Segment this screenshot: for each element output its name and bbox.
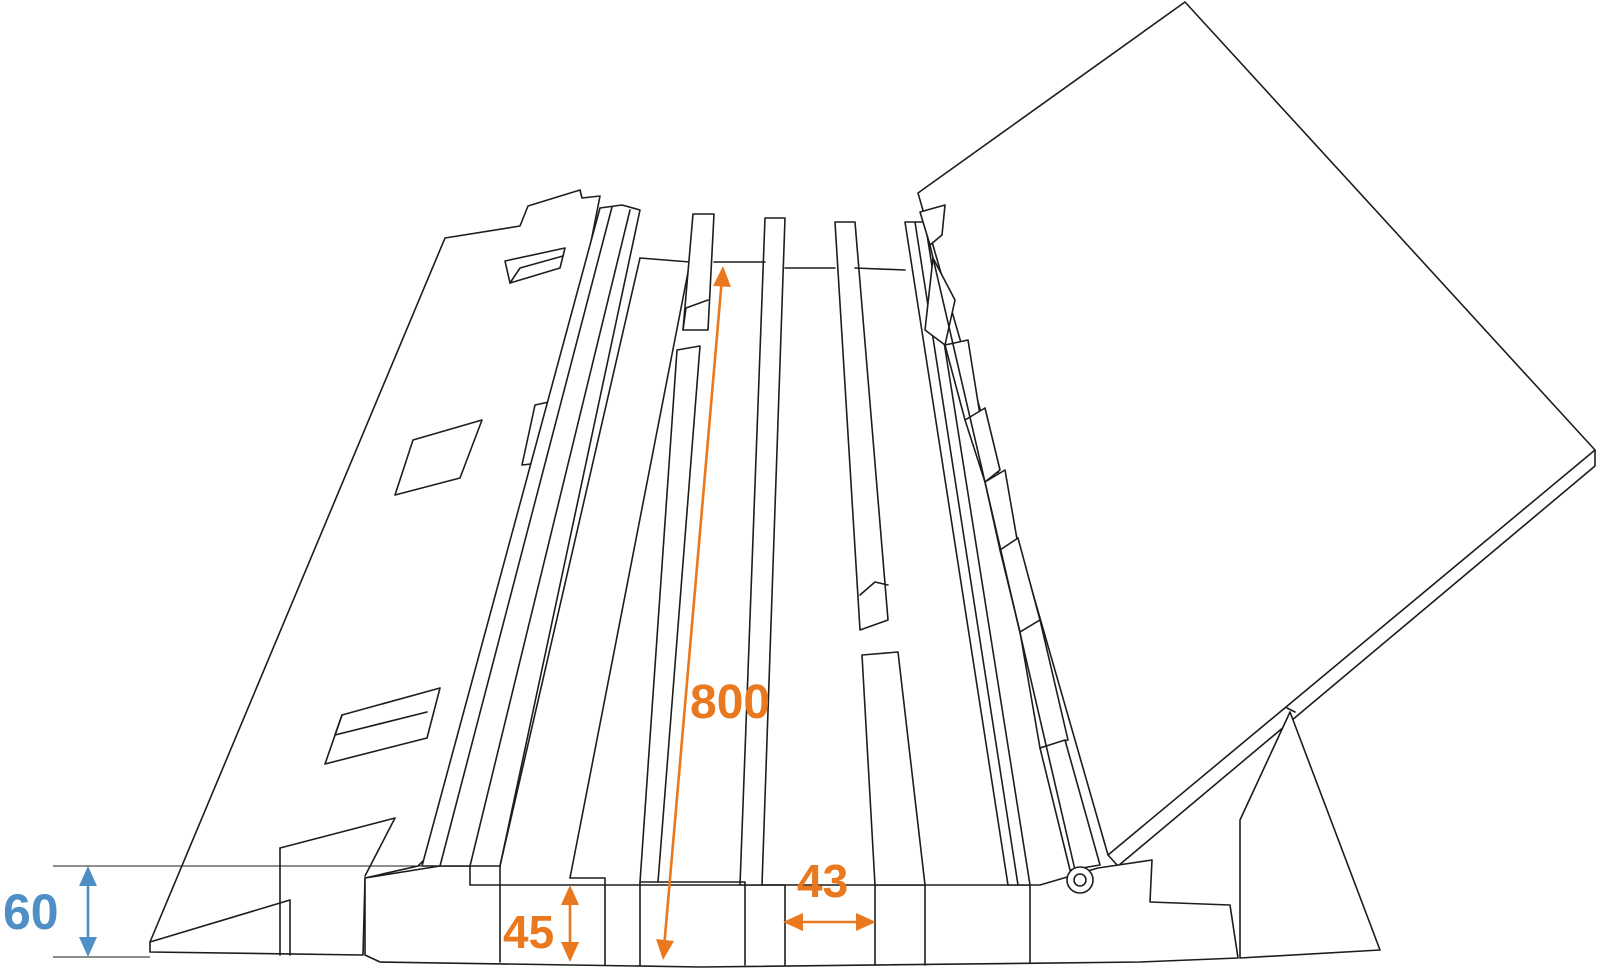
depth-arrow-head-bottom <box>561 942 579 962</box>
height-arrow-head-bottom <box>79 937 97 957</box>
ramp-cutout-middle <box>394 419 483 496</box>
length-arrow-shaft <box>662 277 724 949</box>
channel-depth-dimension: 45 <box>503 885 579 962</box>
depth-label: 45 <box>503 906 554 958</box>
lid-support-wedge <box>1239 711 1381 959</box>
ramp-cutout-top <box>504 247 566 284</box>
length-arrow-head-bottom <box>656 939 674 960</box>
channel-width-dimension: 43 <box>783 855 876 931</box>
height-label: 60 <box>3 884 59 940</box>
ramp-cutout-bottom <box>324 687 441 765</box>
height-arrow-head-top <box>79 866 97 886</box>
rib-segment <box>834 221 889 631</box>
rib-segment <box>861 651 926 886</box>
width-label: 43 <box>797 855 848 907</box>
main-body <box>364 204 1239 968</box>
rib-segment <box>639 345 701 883</box>
width-arrow-head-right <box>856 913 876 931</box>
length-label: 800 <box>690 676 770 729</box>
open-lid <box>917 1 1596 867</box>
hinge <box>919 204 1101 871</box>
width-arrow-head-left <box>783 913 803 931</box>
depth-arrow-head-top <box>561 885 579 905</box>
rib <box>739 217 786 886</box>
length-dimension: 800 <box>656 266 770 960</box>
length-arrow-head-top <box>713 266 731 287</box>
rib-segment <box>682 213 715 331</box>
height-dimension: 60 <box>3 866 97 957</box>
